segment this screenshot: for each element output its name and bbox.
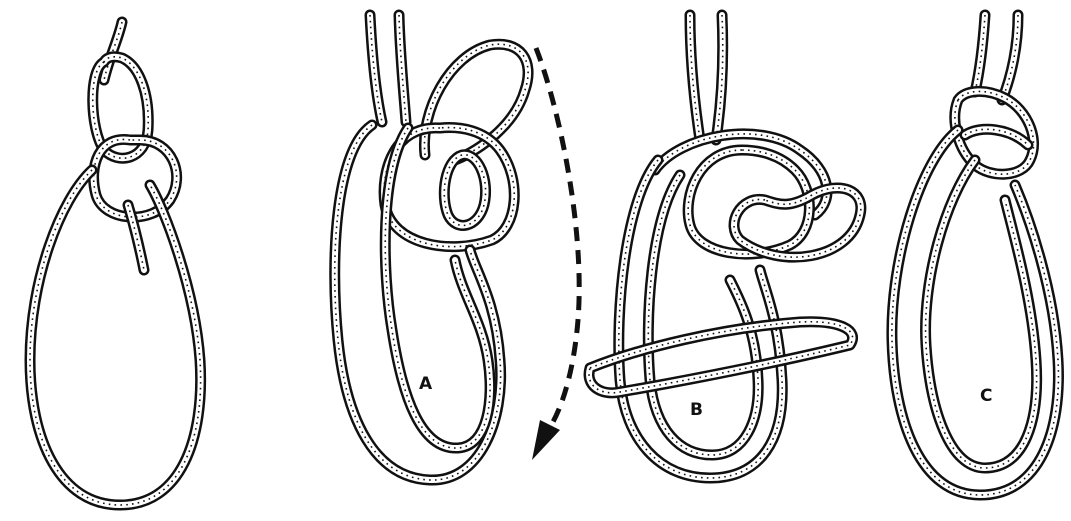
rope-b-standing-left	[690, 15, 700, 140]
rotation-arrow	[532, 48, 579, 460]
label-a: A	[419, 376, 432, 393]
rope-a-standing-left	[370, 15, 382, 122]
rope-b-inner-loop	[648, 175, 758, 455]
rope-standing-part	[104, 22, 122, 80]
label-c: C	[980, 388, 992, 405]
rope-a-inner-loop	[385, 128, 490, 448]
figure-finished-loop	[30, 22, 201, 505]
figure-step-b	[589, 15, 861, 478]
rope-c-standing-left	[975, 15, 985, 92]
rope-a-standing-right	[399, 15, 406, 122]
rope-b-standing-right	[716, 15, 723, 140]
figure-step-a	[335, 15, 528, 480]
rope-a-upper-bight	[424, 44, 528, 160]
rope-c-standing-right	[1002, 15, 1018, 100]
rope-large-loop	[30, 170, 201, 505]
rope-a-inner-ring	[444, 155, 485, 226]
label-b: B	[690, 402, 703, 419]
rope-c-knot-wrap	[965, 129, 1028, 145]
rope-b-cross-strand	[589, 322, 853, 393]
figure-step-c	[892, 15, 1059, 495]
